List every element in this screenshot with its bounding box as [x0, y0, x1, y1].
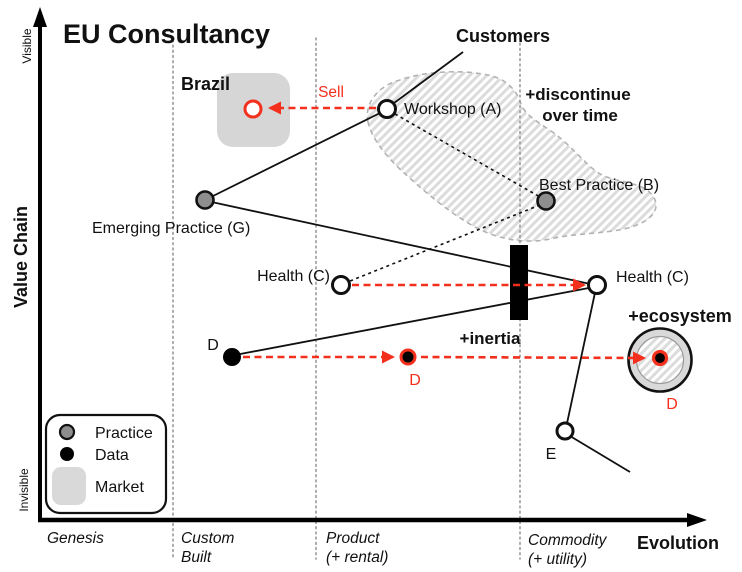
legend-practice-label: Practice: [95, 425, 153, 442]
x-axis-label: Evolution: [637, 533, 719, 553]
stage-custom-line2: Built: [181, 549, 212, 566]
label-best-practice: Best Practice (B): [539, 177, 659, 194]
label-inertia: +inertia: [460, 329, 521, 348]
legend: Practice Data Market: [44, 413, 168, 515]
edge-e-dangling: [569, 435, 631, 473]
label-health-left: Health (C): [257, 268, 330, 285]
edge-customers-workshop: [389, 51, 464, 107]
x-axis-arrowhead: [687, 513, 707, 527]
stage-product-line2: (+ rental): [326, 549, 388, 566]
y-axis-bottom-label: Invisible: [17, 468, 31, 512]
legend-practice-icon: [58, 423, 76, 441]
label-workshop: Workshop (A): [404, 101, 502, 118]
x-axis: [38, 513, 707, 527]
stage-custom-line1: Custom: [181, 530, 234, 547]
stage-product-line1: Product: [326, 530, 380, 547]
node-workshop: [377, 99, 397, 119]
label-customers: Customers: [456, 26, 550, 46]
stage-genesis: Genesis: [47, 530, 104, 547]
stage-commodity-line1: Commodity: [528, 532, 608, 549]
node-emerging-practice: [195, 190, 215, 210]
y-axis: [33, 7, 47, 522]
edge-d-health: [234, 286, 595, 356]
label-e: E: [546, 446, 557, 463]
label-emerging-practice: Emerging Practice (G): [92, 220, 250, 237]
node-health-left: [331, 275, 351, 295]
market-area-blob: [366, 70, 657, 242]
node-health-right: [587, 275, 607, 295]
node-e: [555, 421, 575, 441]
node-brazil-sold: [243, 99, 263, 119]
edge-workshop-bestpractice-dotted: [394, 113, 541, 198]
legend-market-label: Market: [95, 479, 144, 496]
y-axis-label: Value Chain: [11, 206, 31, 308]
label-d-ecosystem: D: [666, 396, 678, 413]
legend-data-icon: [60, 447, 74, 461]
label-discontinue-line1: +discontinue: [525, 85, 630, 104]
node-d-ecosystem: [651, 349, 669, 367]
label-discontinue-line2: over time: [542, 106, 618, 125]
node-d-moved: [399, 348, 417, 366]
label-d-moved: D: [409, 372, 421, 389]
label-d-origin: D: [207, 337, 219, 354]
y-axis-top-label: Visible: [20, 28, 34, 63]
stage-commodity-line2: (+ utility): [528, 551, 587, 568]
edge-workshop-emerging: [206, 110, 385, 200]
node-d-origin: [223, 348, 241, 366]
legend-data-label: Data: [95, 447, 129, 464]
label-sell: Sell: [318, 84, 344, 101]
arrow-d-move-2: [420, 351, 646, 365]
edge-emerging-health: [206, 200, 596, 286]
label-brazil: Brazil: [181, 74, 230, 94]
legend-market-icon: [52, 467, 86, 505]
edge-health-e: [565, 287, 597, 429]
edge-bestpractice-health-dotted: [349, 204, 541, 282]
y-axis-arrowhead: [33, 7, 47, 27]
inertia-bar: [510, 245, 528, 320]
map-title: EU Consultancy: [63, 19, 270, 49]
label-ecosystem: +ecosystem: [628, 306, 732, 326]
label-health-right: Health (C): [616, 269, 689, 286]
node-best-practice: [536, 191, 556, 211]
